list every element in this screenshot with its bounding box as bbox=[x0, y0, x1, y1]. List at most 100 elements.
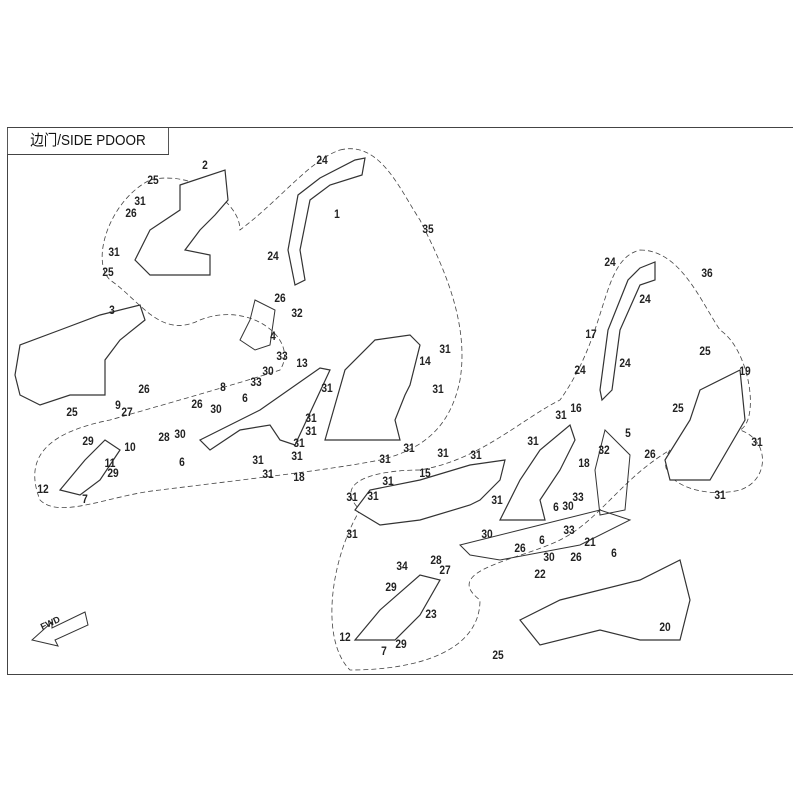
callout-28: 28 bbox=[430, 553, 442, 567]
callout-31: 31 bbox=[432, 382, 444, 396]
callout-30: 30 bbox=[262, 364, 274, 378]
callout-24: 24 bbox=[619, 356, 631, 370]
callout-6: 6 bbox=[611, 546, 617, 560]
callout-15: 15 bbox=[419, 466, 431, 480]
callout-31: 31 bbox=[751, 435, 763, 449]
part-21-frame bbox=[459, 509, 632, 561]
callout-33: 33 bbox=[276, 349, 288, 363]
part-19-panel bbox=[664, 369, 746, 481]
callout-31: 31 bbox=[321, 381, 333, 395]
callout-33: 33 bbox=[250, 375, 262, 389]
callout-31: 31 bbox=[262, 467, 274, 481]
callout-28: 28 bbox=[158, 430, 170, 444]
callout-25: 25 bbox=[492, 648, 504, 662]
callout-24: 24 bbox=[604, 255, 616, 269]
callout-12: 12 bbox=[37, 482, 49, 496]
callout-11: 11 bbox=[104, 456, 116, 470]
callout-24: 24 bbox=[267, 249, 279, 263]
callout-18: 18 bbox=[293, 470, 305, 484]
callout-24: 24 bbox=[316, 153, 328, 167]
part-17-grab-bar bbox=[599, 261, 656, 402]
callout-6: 6 bbox=[539, 533, 545, 547]
callout-31: 31 bbox=[108, 245, 120, 259]
callout-31: 31 bbox=[305, 424, 317, 438]
callout-25: 25 bbox=[672, 401, 684, 415]
callout-26: 26 bbox=[138, 382, 150, 396]
callout-13: 13 bbox=[296, 356, 308, 370]
callout-19: 19 bbox=[739, 364, 751, 378]
callout-12: 12 bbox=[339, 630, 351, 644]
callout-29: 29 bbox=[82, 434, 94, 448]
callout-14: 14 bbox=[419, 354, 431, 368]
drawing-frame bbox=[7, 127, 793, 675]
callout-24: 24 bbox=[639, 292, 651, 306]
callout-35: 35 bbox=[422, 222, 434, 236]
callout-6: 6 bbox=[242, 391, 248, 405]
group-outline-36 bbox=[331, 249, 763, 671]
part-4-hinge bbox=[239, 299, 276, 351]
callout-31: 31 bbox=[491, 493, 503, 507]
callout-26: 26 bbox=[191, 397, 203, 411]
part-23-bracket bbox=[353, 574, 441, 641]
callout-26: 26 bbox=[274, 291, 286, 305]
callout-32: 32 bbox=[598, 443, 610, 457]
diagram-title: 边门/SIDE PDOOR bbox=[7, 127, 169, 155]
callout-26: 26 bbox=[514, 541, 526, 555]
callout-31: 31 bbox=[470, 448, 482, 462]
callout-17: 17 bbox=[585, 327, 597, 341]
group-outline-35 bbox=[34, 148, 463, 508]
callout-31: 31 bbox=[346, 527, 358, 541]
callout-25: 25 bbox=[147, 173, 159, 187]
callout-31: 31 bbox=[555, 408, 567, 422]
callout-31: 31 bbox=[382, 474, 394, 488]
callout-30: 30 bbox=[210, 402, 222, 416]
callout-29: 29 bbox=[107, 466, 119, 480]
callout-31: 31 bbox=[437, 446, 449, 460]
callout-31: 31 bbox=[293, 436, 305, 450]
callout-31: 31 bbox=[379, 452, 391, 466]
callout-30: 30 bbox=[543, 550, 555, 564]
callout-30: 30 bbox=[562, 499, 574, 513]
callout-6: 6 bbox=[179, 455, 185, 469]
callout-31: 31 bbox=[134, 194, 146, 208]
callout-7: 7 bbox=[381, 644, 387, 658]
callout-18: 18 bbox=[578, 456, 590, 470]
callout-34: 34 bbox=[396, 559, 408, 573]
callout-31: 31 bbox=[346, 490, 358, 504]
fwd-arrow-icon bbox=[30, 611, 89, 647]
part-15-frame bbox=[354, 459, 506, 526]
part-11-bracket bbox=[58, 439, 121, 496]
callout-31: 31 bbox=[714, 488, 726, 502]
callout-29: 29 bbox=[385, 580, 397, 594]
callout-1: 1 bbox=[334, 207, 340, 221]
callout-20: 20 bbox=[659, 620, 671, 634]
callout-31: 31 bbox=[252, 453, 264, 467]
callout-32: 32 bbox=[291, 306, 303, 320]
callout-26: 26 bbox=[125, 206, 137, 220]
callout-22: 22 bbox=[534, 567, 546, 581]
callout-16: 16 bbox=[570, 401, 582, 415]
callout-31: 31 bbox=[527, 434, 539, 448]
part-14-door-outer bbox=[324, 334, 421, 441]
callout-31: 31 bbox=[403, 441, 415, 455]
callout-33: 33 bbox=[563, 523, 575, 537]
callout-4: 4 bbox=[270, 329, 276, 343]
callout-27: 27 bbox=[121, 405, 133, 419]
callout-5: 5 bbox=[625, 426, 631, 440]
callout-6: 6 bbox=[553, 500, 559, 514]
callout-31: 31 bbox=[291, 449, 303, 463]
callout-10: 10 bbox=[124, 440, 136, 454]
callout-8: 8 bbox=[220, 380, 226, 394]
callout-33: 33 bbox=[572, 490, 584, 504]
callout-26: 26 bbox=[644, 447, 656, 461]
callout-30: 30 bbox=[174, 427, 186, 441]
part-13-frame bbox=[198, 367, 331, 451]
callout-21: 21 bbox=[584, 535, 596, 549]
callout-36: 36 bbox=[701, 266, 713, 280]
callout-9: 9 bbox=[115, 398, 121, 412]
callout-23: 23 bbox=[425, 607, 437, 621]
part-16-panel bbox=[499, 423, 576, 521]
callout-31: 31 bbox=[305, 411, 317, 425]
callout-25: 25 bbox=[102, 265, 114, 279]
callout-26: 26 bbox=[570, 550, 582, 564]
